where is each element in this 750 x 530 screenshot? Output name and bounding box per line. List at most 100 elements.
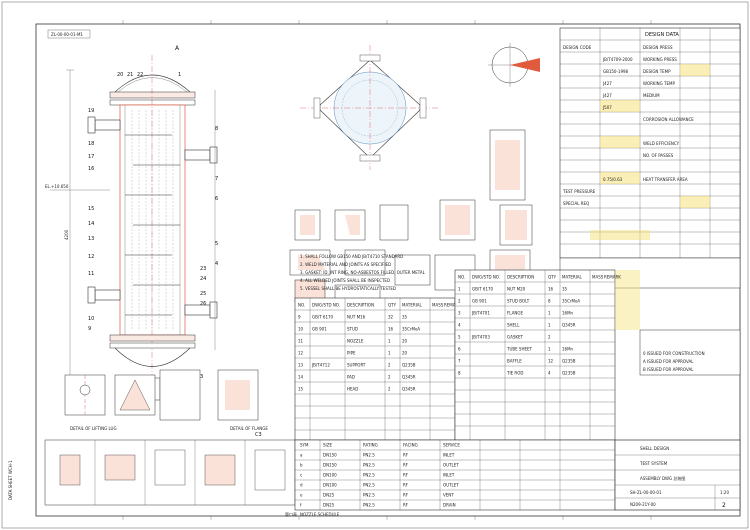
bom-left-cell-r7-c0: 15	[298, 387, 304, 392]
bom-left-cell-r0-c2: DESCRIPTION	[347, 303, 374, 308]
callout-24: 24	[200, 276, 206, 282]
bom-left-cell-r7-c3: 2	[388, 387, 391, 392]
plan-nozzle-w	[313, 97, 321, 119]
callout-6: 6	[215, 196, 218, 202]
note-5: 5. VESSEL SHALL BE HYDROSTATICALLY TESTE…	[300, 286, 396, 291]
dd-row-11: CORROSION ALLOWANCE	[643, 117, 694, 122]
dd-row-8: DESIGN TEMP	[643, 69, 671, 74]
callout-25: 25	[200, 291, 206, 297]
callout-4: 4	[215, 261, 218, 267]
callout-numbers: 20 21 22 1 19 18 17 16 15 14 13 12 11 10…	[88, 72, 218, 395]
bom-right-cell-r2-c4: 35CrMoA	[562, 299, 580, 304]
side-nozzles	[87, 116, 218, 319]
bom-right-cell-r1-c2: NUT M20	[507, 287, 526, 292]
bom-left-cell-r2-c2: STUD	[347, 327, 358, 332]
bom-left-cell-r5-c4: Q235B	[402, 363, 416, 368]
bom-left-cell-r4-c3: 1	[388, 351, 391, 356]
bom-left-cell-r2-c1: GB 901	[312, 327, 327, 332]
bom-right-cell-r0-c3: QTY	[548, 275, 557, 280]
bom-right-cell-r4-c2: SHELL	[507, 323, 520, 328]
bom-right-cell-r1-c3: 16	[548, 287, 554, 292]
bom-left-cell-r1-c2: NUT M16	[347, 315, 366, 320]
nozzle-cell-r6-c2: PN2.5	[363, 503, 375, 508]
nozzle-cell-r2-c1: DN150	[323, 463, 337, 468]
nozzle-cell-r3-c1: DN100	[323, 473, 337, 478]
nozzle-cell-r0-c2: RATING	[363, 443, 378, 448]
dd-row-6: DESIGN PRESS	[643, 45, 673, 50]
bom-right-cell-r5-c0: 5	[458, 335, 461, 340]
dd-row-13: NO. OF PASSES	[643, 153, 674, 158]
plan-nozzle-s	[359, 154, 381, 162]
side-tag: DATA SHEET WCH-1	[8, 460, 13, 500]
tb-project: TEST SYSTEM	[639, 461, 668, 466]
plan-view	[300, 45, 440, 170]
bom-right-cell-r2-c3: 8	[548, 299, 551, 304]
top-head-outline	[114, 74, 191, 93]
bom-right-cell-r0-c0: NO.	[458, 275, 465, 280]
bom-right-cell-r1-c1: GB/T 6170	[472, 287, 494, 292]
shell-body	[119, 104, 186, 336]
nozzle-cell-r0-c1: SIZE	[323, 443, 332, 448]
overall-height-dim: 4200	[64, 229, 69, 240]
callout-12: 12	[88, 254, 94, 260]
bom-left-cell-r1-c1: GB/T 6170	[312, 315, 334, 320]
dd-row-14: HEAT TRANSFER AREA	[643, 177, 688, 182]
vessel-elevation: A	[45, 45, 218, 410]
nozzle-cell-r2-c0: b	[300, 463, 303, 468]
nozzle-cell-r4-c1: DN100	[323, 483, 337, 488]
bom-left-cell-r6-c0: 14	[298, 375, 304, 380]
dd-row-10: MEDIUM	[643, 93, 660, 98]
bom-left-cell-r5-c1: JB/T4712	[311, 363, 330, 368]
dd-row-17: 0.75/0.63	[603, 177, 623, 182]
bom-left-cell-r3-c3: 1	[388, 339, 391, 344]
bom-left-cell-r0-c0: NO.	[298, 303, 305, 308]
tb-drawing-no: SH-ZL-00-00-01	[630, 490, 662, 495]
bom-right-cell-r2-c0: 2	[458, 299, 461, 304]
nozzle-schedule-label-cn: 管口表	[285, 511, 297, 517]
title-block: SHELL DESIGN TEST SYSTEM ASSEMBLY DWG 总装…	[614, 439, 741, 511]
bom-left-cell-r5-c2: SUPPORT	[347, 363, 366, 368]
detail-flange-label: DETAIL OF FLANGE	[230, 426, 268, 431]
callout-15: 15	[88, 206, 94, 212]
lifting-lug-detail: DETAIL OF LIFTING LUG DETAIL OF FLANGE	[64, 369, 268, 431]
nozzle-cell-r2-c4: OUTLET	[443, 463, 459, 468]
bom-left-cell-r2-c3: 16	[388, 327, 394, 332]
note-4: 4. ALL WELDED JOINTS SHALL BE INSPECTED	[300, 278, 390, 283]
bom-left-cell-r4-c2: PIPE	[347, 351, 356, 356]
bom-right-cell-r8-c2: TIE ROD	[506, 371, 523, 376]
bom-left-cell-r6-c2: PAD	[347, 375, 355, 380]
nozzle-cell-r0-c0: SYM	[300, 443, 309, 448]
bom-left-cell-r6-c3: 2	[388, 375, 391, 380]
bom-left-cell-r1-c0: 9	[298, 315, 301, 320]
nozzle-cell-r2-c3: RF	[403, 463, 409, 468]
nozzle-schedule-label: NOZZLE SCHEDULE	[300, 512, 340, 517]
tb-scale: 1:20	[720, 490, 729, 495]
bom-left-cell-r0-c4: MATERIAL	[402, 303, 423, 308]
dd-row-2: GB150-1998	[603, 69, 629, 74]
nozzle-cell-r5-c1: DN25	[323, 493, 335, 498]
zone-ticks	[122, 20, 652, 520]
nozzle-cell-r0-c4: SERVICE	[443, 443, 460, 448]
dd-row-15: TEST PRESSURE	[562, 189, 596, 194]
revision-0: 0 ISSUED FOR CONSTRUCTION	[643, 351, 705, 356]
detail-lifting-label: DETAIL OF LIFTING LUG	[70, 426, 117, 431]
revision-block: 0 ISSUED FOR CONSTRUCTION A ISSUED FOR A…	[639, 329, 741, 376]
bom-right-cell-r6-c3: 1	[548, 347, 551, 352]
callout-11: 11	[88, 271, 94, 277]
callout-10: 10	[88, 316, 94, 322]
bom-right-cell-r3-c4: 16Mn	[562, 311, 574, 316]
nozzle-cell-r1-c4: INLET	[443, 453, 455, 458]
nozzle-cell-r4-c2: PN2.5	[363, 483, 375, 488]
dd-row-16: SPECIAL REQ	[563, 201, 589, 206]
bom-left-cell-r0-c3: QTY	[388, 303, 397, 308]
bom-right-cell-r0-c1: DWG/STD NO.	[472, 275, 500, 280]
nozzle-cell-r4-c3: RF	[403, 483, 409, 488]
callout-9: 9	[88, 326, 91, 332]
bom-right-cell-r5-c3: 2	[548, 335, 551, 340]
bom-right-cell-r0-c2: DESCRIPTION	[507, 275, 534, 280]
bom-left-cell-r0-c5: MASS	[432, 303, 444, 308]
section-label-a: A	[175, 45, 180, 52]
